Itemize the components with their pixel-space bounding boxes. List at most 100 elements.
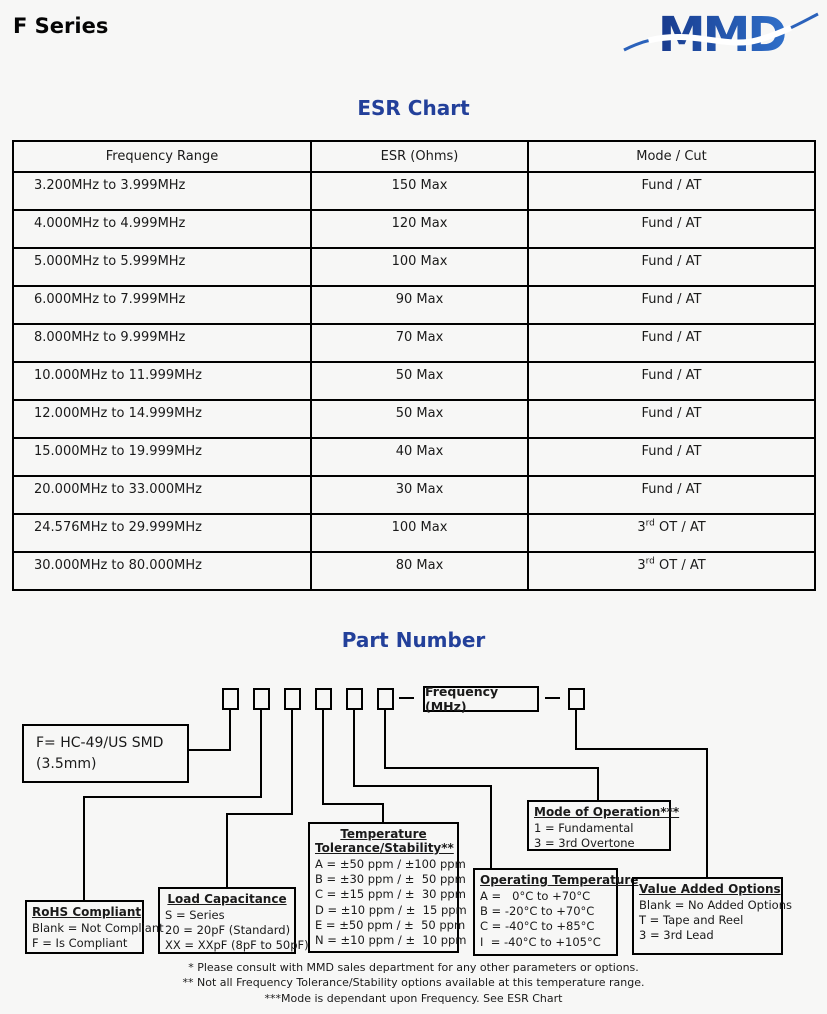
connector-line <box>322 803 384 805</box>
option-item: B = ±30 ppm / ± 50 ppm <box>315 872 466 887</box>
mode-cut-cell: Fund / AT <box>641 482 702 497</box>
digit-box-7 <box>568 688 585 710</box>
page-title: F Series <box>13 14 109 38</box>
connector-line <box>83 796 262 798</box>
option-item: C = ±15 ppm / ± 30 ppm <box>315 887 466 902</box>
mode-cut-cell: Fund / AT <box>641 444 702 459</box>
frequency-range-cell: 20.000MHz to 33.000MHz <box>14 477 312 513</box>
load-capacitance-title: Load Capacitance <box>167 892 287 906</box>
mode-cut-cell: Fund / AT <box>641 330 702 345</box>
connector-line <box>575 710 577 750</box>
option-item: F = Is Compliant <box>32 936 128 951</box>
footnote-2: ** Not all Frequency Tolerance/Stability… <box>182 976 645 990</box>
part-number-diagram: Part Number Frequency (MHz) F= HC-49/US … <box>0 610 827 1014</box>
digit-box-5 <box>346 688 363 710</box>
esr-cell: 50 Max <box>312 363 529 399</box>
frequency-range-cell: 30.000MHz to 80.000MHz <box>14 553 312 589</box>
mode-of-operation-title: Mode of Operation*** <box>534 805 680 819</box>
option-item: T = Tape and Reel <box>639 913 744 928</box>
option-item: D = ±10 ppm / ± 15 ppm <box>315 902 467 917</box>
mode-cut-cell: Fund / AT <box>641 254 702 269</box>
esr-cell: 100 Max <box>312 249 529 285</box>
connector-line <box>229 710 231 751</box>
esr-cell: 90 Max <box>312 287 529 323</box>
part-number-title: Part Number <box>341 628 486 652</box>
option-item: A = ±50 ppm / ±100 ppm <box>315 857 466 871</box>
esr-table: Frequency Range ESR (Ohms) Mode / Cut 3.… <box>12 140 816 591</box>
connector-line <box>322 710 324 805</box>
connector-line <box>706 748 708 877</box>
connector-line <box>384 767 599 769</box>
esr-cell: 120 Max <box>312 211 529 247</box>
rohs-title: RoHS Compliant <box>32 905 142 919</box>
mode-cut-cell: Fund / AT <box>641 292 702 307</box>
option-item: Blank = No Added Options <box>639 898 792 912</box>
option-item: 3 = 3rd Overtone <box>534 836 635 851</box>
connector-line <box>353 785 492 787</box>
option-item: 20 = 20pF (Standard) <box>165 923 291 938</box>
option-item: N = ±10 ppm / ± 10 ppm <box>315 932 467 947</box>
series-line2: (3.5mm) <box>36 755 97 772</box>
value-added-options-title: Value Added Options <box>639 882 781 896</box>
value-added-options-box: Value Added Options Blank = No Added Opt… <box>632 877 792 955</box>
digit-box-3 <box>284 688 301 710</box>
frequency-range-cell: 24.576MHz to 29.999MHz <box>14 515 312 551</box>
frequency-range-cell: 8.000MHz to 9.999MHz <box>14 325 312 361</box>
connector-line <box>83 796 85 900</box>
connector-line <box>382 803 384 822</box>
digit-box-6 <box>377 688 394 710</box>
dash-separator <box>399 697 414 699</box>
option-item: C = -40°C to +85°C <box>480 919 595 934</box>
esr-table-header: Frequency Range ESR (Ohms) Mode / Cut <box>12 140 816 173</box>
esr-cell: 80 Max <box>312 553 529 589</box>
frequency-range-cell: 6.000MHz to 7.999MHz <box>14 287 312 323</box>
temperature-tolerance-box: Temperature Tolerance/Stability** A = ±5… <box>308 822 467 953</box>
connector-line <box>226 813 228 887</box>
option-item: Blank = Not Compliant <box>32 921 164 935</box>
mode-cut-cell: Fund / AT <box>641 178 702 193</box>
frequency-range-cell: 5.000MHz to 5.999MHz <box>14 249 312 285</box>
esr-chart-title: ESR Chart <box>357 96 470 120</box>
header-cell-frequency-range: Frequency Range <box>14 142 312 171</box>
connector-line <box>260 710 262 798</box>
mmd-logo: MMD <box>622 7 820 63</box>
temperature-tolerance-title-line1: Temperature <box>340 827 427 841</box>
frequency-range-cell: 3.200MHz to 3.999MHz <box>14 173 312 209</box>
option-item: B = -20°C to +70°C <box>480 904 595 919</box>
option-item: 1 = Fundamental <box>534 821 634 835</box>
esr-cell: 50 Max <box>312 401 529 437</box>
mode-cut-cell: Fund / AT <box>641 216 702 231</box>
option-item: A = 0°C to +70°C <box>480 889 591 903</box>
dash-separator <box>545 697 560 699</box>
frequency-range-cell: 4.000MHz to 4.999MHz <box>14 211 312 247</box>
option-item: XX = XXpF (8pF to 50pF) <box>165 938 309 953</box>
logo-swoosh <box>622 11 820 53</box>
digit-box-4 <box>315 688 332 710</box>
mode-cut-cell: Fund / AT <box>641 406 702 421</box>
temperature-tolerance-title-line2: Tolerance/Stability** <box>315 841 454 855</box>
series-line1: F= HC-49/US SMD <box>36 735 164 752</box>
mode-cut-cell: 3rd OT / AT <box>637 518 706 535</box>
connector-line <box>353 710 355 787</box>
header-cell-esr-ohms: ESR (Ohms) <box>312 142 529 171</box>
operating-temperature-title: Operating Temperature <box>480 873 639 887</box>
frequency-range-cell: 15.000MHz to 19.999MHz <box>14 439 312 475</box>
series-description-box: F= HC-49/US SMD (3.5mm) <box>22 724 189 783</box>
connector-line <box>226 813 293 815</box>
connector-line <box>291 710 293 815</box>
digit-box-1 <box>222 688 239 710</box>
frequency-range-cell: 10.000MHz to 11.999MHz <box>14 363 312 399</box>
